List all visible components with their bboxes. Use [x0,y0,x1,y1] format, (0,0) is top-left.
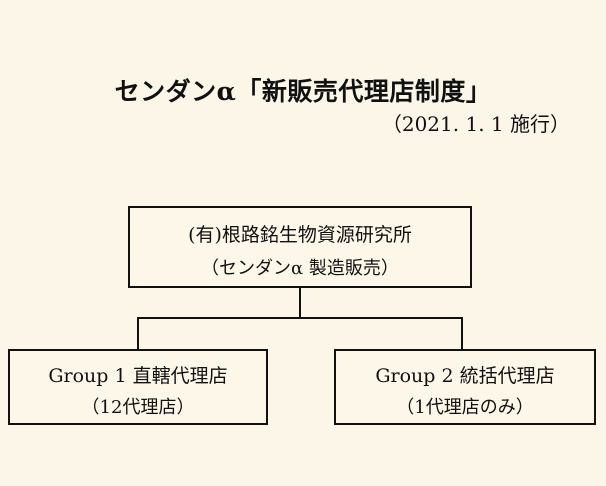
node-group-2-note: （1代理店のみ） [396,397,534,418]
diagram-title: センダンα「新販売代理店制度」 [114,77,492,106]
node-group-2-name: Group 2 統括代理店 [375,365,555,387]
node-head-office: (有)根路銘生物資源研究所 （センダンα 製造販売） [128,206,472,288]
node-head-office-name: (有)根路銘生物資源研究所 [188,224,412,246]
node-group-1-name: Group 1 直轄代理店 [48,365,228,387]
node-group-1: Group 1 直轄代理店 （12代理店） [8,349,268,425]
node-group-2: Group 2 統括代理店 （1代理店のみ） [334,349,596,425]
effective-date: （2021. 1. 1 施行） [381,112,570,136]
node-head-office-note: （センダンα 製造販売） [201,258,399,279]
node-group-1-note: （12代理店） [81,397,195,418]
